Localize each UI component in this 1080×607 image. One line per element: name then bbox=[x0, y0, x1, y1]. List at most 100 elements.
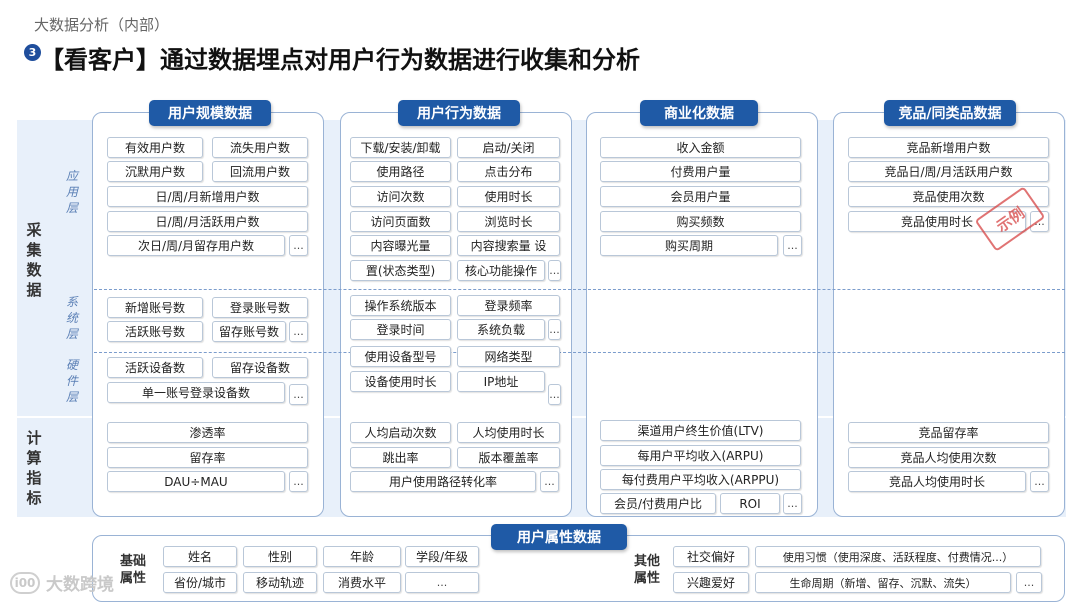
layer-label-app: 应用层 bbox=[65, 169, 78, 215]
metric-box: 登录时间 bbox=[350, 319, 451, 340]
attribute-box: 生命周期（新增、留存、沉默、流失） bbox=[755, 572, 1011, 593]
metric-box: 内容搜索量 设 bbox=[457, 235, 560, 256]
metric-box: 跳出率 bbox=[350, 447, 451, 468]
metric-box: 单一账号登录设备数 bbox=[107, 382, 285, 403]
metric-box: 置(状态类型) bbox=[350, 260, 451, 281]
more-button[interactable]: ... bbox=[1016, 572, 1042, 593]
row-label-collect: 采集数据 bbox=[26, 221, 42, 299]
watermark: i00 大数跨境 bbox=[10, 570, 114, 595]
metric-box: 访问页面数 bbox=[350, 211, 451, 232]
metric-box: 流失用户数 bbox=[212, 137, 308, 158]
attribute-box: 兴趣爱好 bbox=[673, 572, 749, 593]
metric-box: 会员用户量 bbox=[600, 186, 801, 207]
metric-box: 渠道用户终生价值(LTV) bbox=[600, 420, 801, 441]
metric-box: 访问次数 bbox=[350, 186, 451, 207]
watermark-text: 大数跨境 bbox=[46, 575, 114, 595]
other-attributes-label: 其他属性 bbox=[633, 554, 660, 586]
attribute-box: 社交偏好 bbox=[673, 546, 749, 567]
metric-box: 设备使用时长 bbox=[350, 371, 451, 392]
metric-box: 版本覆盖率 bbox=[457, 447, 560, 468]
page-title: 【看客户】通过数据埋点对用户行为数据进行收集和分析 bbox=[40, 46, 640, 74]
metric-box: 使用时长 bbox=[457, 186, 560, 207]
metric-box: 核心功能操作 bbox=[457, 260, 545, 281]
layer-label-system: 系统层 bbox=[65, 295, 78, 341]
metric-box: 次日/周/月留存用户数 bbox=[107, 235, 285, 256]
attribute-box: 消费水平 bbox=[323, 572, 401, 593]
row-label-calc: 计算指标 bbox=[26, 429, 42, 507]
metric-box: 系统负载 bbox=[457, 319, 545, 340]
metric-box: 购买周期 bbox=[600, 235, 778, 256]
metric-box: 每付费用户平均收入(ARPPU) bbox=[600, 469, 801, 490]
basic-attributes-label: 基础属性 bbox=[119, 554, 146, 586]
metric-box: 收入金额 bbox=[600, 137, 801, 158]
separator-hardware bbox=[94, 352, 1065, 353]
metric-box: 下载/安装/卸载 bbox=[350, 137, 451, 158]
metric-box: 点击分布 bbox=[457, 161, 560, 182]
header-behavior: 用户行为数据 bbox=[398, 100, 520, 126]
header-competitor: 竞品/同类品数据 bbox=[884, 100, 1016, 126]
metric-box: 留存率 bbox=[107, 447, 308, 468]
attribute-box: 性别 bbox=[243, 546, 317, 567]
metric-box: 会员/付费用户比 bbox=[600, 493, 716, 514]
more-button[interactable]: ... bbox=[540, 471, 559, 492]
more-button[interactable]: ... bbox=[783, 235, 802, 256]
layer-label-hardware: 硬件层 bbox=[65, 358, 78, 404]
metric-box: 使用路径 bbox=[350, 161, 451, 182]
metric-box: 竞品留存率 bbox=[848, 422, 1049, 443]
metric-box: 有效用户数 bbox=[107, 137, 203, 158]
attribute-box: 姓名 bbox=[163, 546, 237, 567]
metric-box: 人均启动次数 bbox=[350, 422, 451, 443]
more-button[interactable]: ... bbox=[783, 493, 802, 514]
page-subtitle: 大数据分析（内部） bbox=[34, 16, 170, 34]
more-button[interactable]: ... bbox=[289, 384, 308, 405]
more-button[interactable]: ... bbox=[289, 235, 308, 256]
metric-box: DAU÷MAU bbox=[107, 471, 285, 492]
attribute-box: 移动轨迹 bbox=[243, 572, 317, 593]
metric-box: 竞品人均使用时长 bbox=[848, 471, 1026, 492]
metric-box: 活跃账号数 bbox=[107, 321, 203, 342]
metric-box: 启动/关闭 bbox=[457, 137, 560, 158]
metric-box: 竞品人均使用次数 bbox=[848, 447, 1049, 468]
more-button[interactable]: ... bbox=[548, 260, 561, 281]
metric-box: 回流用户数 bbox=[212, 161, 308, 182]
more-button[interactable]: ... bbox=[289, 471, 308, 492]
metric-box: 用户使用路径转化率 bbox=[350, 471, 536, 492]
metric-box: 渗透率 bbox=[107, 422, 308, 443]
metric-box: 竞品使用时长 bbox=[848, 211, 1026, 232]
attribute-box: 年龄 bbox=[323, 546, 401, 567]
metric-box: 操作系统版本 bbox=[350, 295, 451, 316]
metric-box: 登录频率 bbox=[457, 295, 560, 316]
metric-box: 新增账号数 bbox=[107, 297, 203, 318]
header-scale: 用户规模数据 bbox=[149, 100, 271, 126]
metric-box: 浏览时长 bbox=[457, 211, 560, 232]
attribute-box: 学段/年级 bbox=[405, 546, 479, 567]
attribute-box: 省份/城市 bbox=[163, 572, 237, 593]
more-button[interactable]: ... bbox=[548, 384, 561, 405]
metric-box: 沉默用户数 bbox=[107, 161, 203, 182]
metric-box: ROI bbox=[720, 493, 780, 514]
metric-box: 网络类型 bbox=[457, 346, 560, 367]
metric-box: 留存账号数 bbox=[212, 321, 286, 342]
more-button[interactable]: ... bbox=[289, 321, 308, 342]
metric-box: 人均使用时长 bbox=[457, 422, 560, 443]
metric-box: 日/周/月新增用户数 bbox=[107, 186, 308, 207]
metric-box: 购买频数 bbox=[600, 211, 801, 232]
metric-box: 每用户平均收入(ARPU) bbox=[600, 445, 801, 466]
header-commercial: 商业化数据 bbox=[640, 100, 758, 126]
metric-box: IP地址 bbox=[457, 371, 545, 392]
separator-system bbox=[94, 289, 1065, 290]
metric-box: 付费用户量 bbox=[600, 161, 801, 182]
more-button[interactable]: ... bbox=[1030, 471, 1049, 492]
metric-box: 活跃设备数 bbox=[107, 357, 203, 378]
metric-box: 留存设备数 bbox=[212, 357, 308, 378]
attribute-box: 使用习惯（使用深度、活跃程度、付费情况...） bbox=[755, 546, 1041, 567]
section-number-badge: 3 bbox=[24, 44, 41, 61]
metric-box: 内容曝光量 bbox=[350, 235, 451, 256]
metric-box: 使用设备型号 bbox=[350, 346, 451, 367]
metric-box: 日/周/月活跃用户数 bbox=[107, 211, 308, 232]
metric-box: 竞品日/周/月活跃用户数 bbox=[848, 161, 1049, 182]
more-button[interactable]: ... bbox=[405, 572, 479, 593]
watermark-logo-icon: i00 bbox=[10, 571, 40, 594]
more-button[interactable]: ... bbox=[1030, 211, 1049, 232]
more-button[interactable]: ... bbox=[548, 319, 561, 340]
